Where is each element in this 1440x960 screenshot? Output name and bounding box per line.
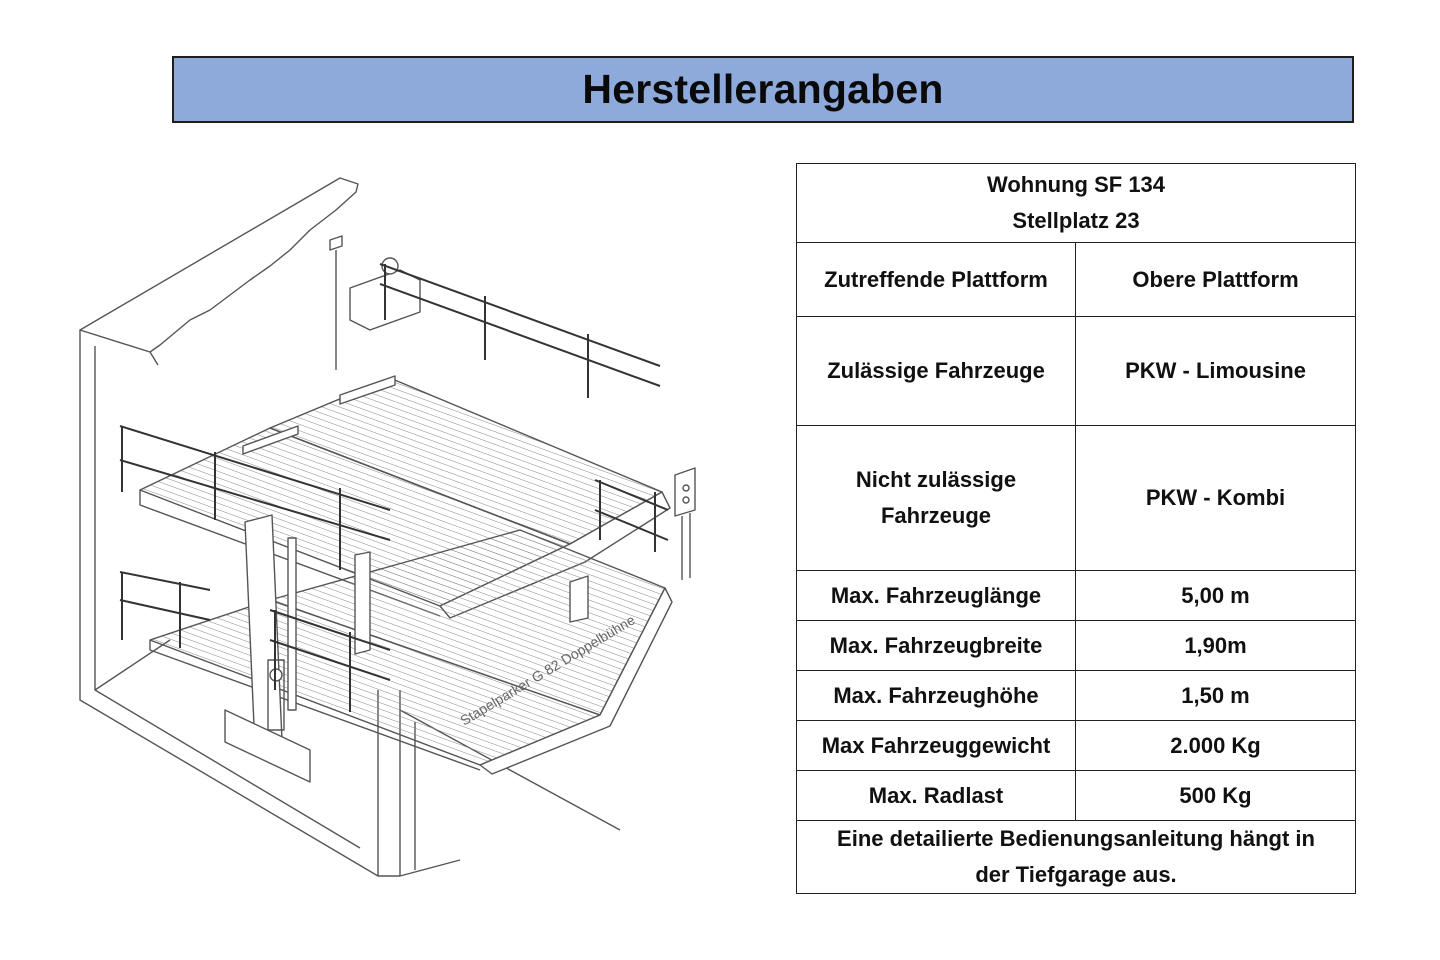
row-value: PKW - Limousine bbox=[1074, 316, 1357, 426]
stacker-parking-illustration: Stapelparker G 82 Doppelbühne bbox=[40, 170, 760, 890]
parking-space-label: Stellplatz 23 bbox=[1012, 208, 1140, 233]
apartment-label: Wohnung SF 134 bbox=[986, 172, 1166, 197]
row-label-line1: Nicht zulässige bbox=[855, 467, 1017, 492]
table-row: Max. Fahrzeuglänge 5,00 m bbox=[796, 570, 1357, 621]
row-value: 1,50 m bbox=[1074, 670, 1357, 721]
row-label: Nicht zulässige Fahrzeuge bbox=[796, 425, 1076, 571]
row-value: 500 Kg bbox=[1074, 770, 1357, 821]
row-label: Zulässige Fahrzeuge bbox=[796, 316, 1076, 426]
table-row: Nicht zulässige Fahrzeuge PKW - Kombi bbox=[796, 425, 1357, 571]
manual-note: Eine detailierte Bedienungsanleitung hän… bbox=[795, 820, 1357, 894]
table-row: Zutreffende Plattform Obere Plattform bbox=[796, 242, 1357, 317]
spec-table: Wohnung SF 134 Stellplatz 23 Zutreffende… bbox=[795, 163, 1357, 894]
table-row: Max. Fahrzeugbreite 1,90m bbox=[796, 620, 1357, 671]
parking-platform-drawing: Stapelparker G 82 Doppelbühne bbox=[79, 177, 696, 877]
manual-note-line2: der Tiefgarage aus. bbox=[975, 862, 1177, 887]
row-label: Max. Fahrzeuglänge bbox=[796, 570, 1076, 621]
table-row: Max. Radlast 500 Kg bbox=[796, 770, 1357, 821]
page-title: Herstellerangaben bbox=[582, 66, 944, 112]
title-banner: Herstellerangaben bbox=[172, 56, 1354, 123]
row-label: Max Fahrzeuggewicht bbox=[796, 720, 1076, 771]
table-row: Max Fahrzeuggewicht 2.000 Kg bbox=[796, 720, 1357, 771]
table-row: Zulässige Fahrzeuge PKW - Limousine bbox=[796, 316, 1357, 426]
row-label: Max. Fahrzeugbreite bbox=[796, 620, 1076, 671]
table-footer-row: Eine detailierte Bedienungsanleitung hän… bbox=[795, 820, 1357, 894]
apartment-parking-heading: Wohnung SF 134 Stellplatz 23 bbox=[795, 163, 1357, 243]
manual-note-line1: Eine detailierte Bedienungsanleitung hän… bbox=[837, 826, 1315, 851]
table-heading-row: Wohnung SF 134 Stellplatz 23 bbox=[795, 163, 1357, 243]
row-value: 5,00 m bbox=[1074, 570, 1357, 621]
row-value: 1,90m bbox=[1074, 620, 1357, 671]
table-row: Max. Fahrzeughöhe 1,50 m bbox=[796, 670, 1357, 721]
row-value: 2.000 Kg bbox=[1074, 720, 1357, 771]
row-label-line2: Fahrzeuge bbox=[880, 503, 992, 528]
row-label: Max. Fahrzeughöhe bbox=[796, 670, 1076, 721]
row-value: PKW - Kombi bbox=[1074, 425, 1357, 571]
row-label: Zutreffende Plattform bbox=[796, 242, 1076, 317]
row-value: Obere Plattform bbox=[1074, 242, 1357, 317]
row-label: Max. Radlast bbox=[796, 770, 1076, 821]
